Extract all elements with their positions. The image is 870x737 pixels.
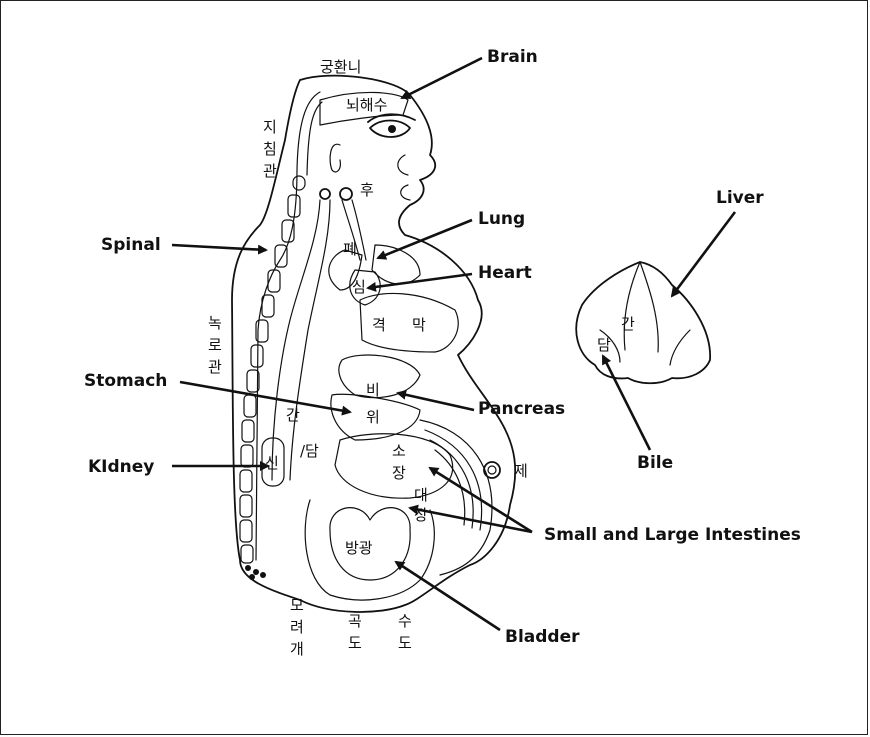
kr-je: 제 bbox=[514, 462, 528, 480]
kr-pye: 폐 bbox=[343, 240, 357, 258]
kr-dae: 대 bbox=[414, 486, 428, 504]
liver-arrow bbox=[672, 212, 735, 296]
liver-inset bbox=[576, 262, 710, 383]
kr-jichim-2: 침 bbox=[263, 140, 277, 158]
kr-dam-body: /담 bbox=[300, 442, 319, 460]
heart-arrow bbox=[368, 274, 472, 288]
brain-arrow bbox=[402, 58, 482, 98]
kr-bi: 비 bbox=[366, 381, 380, 399]
kr-nokro-3: 관 bbox=[208, 358, 222, 376]
kr-moryeo-2: 려 bbox=[290, 618, 304, 636]
label-bile: Bile bbox=[637, 453, 673, 473]
kr-so: 소 bbox=[392, 442, 406, 460]
kr-hu: 후 bbox=[360, 181, 374, 199]
pancreas-arrow bbox=[398, 393, 474, 410]
label-stomach: Stomach bbox=[84, 371, 167, 391]
korean-labels: 궁환니 뇌해수 지 침 관 후 폐 심 격 막 녹 로 관 비 위 간 /담 신… bbox=[208, 58, 635, 658]
lung-arrow bbox=[378, 220, 472, 258]
kr-gan-body: 간 bbox=[286, 406, 300, 424]
label-liver: Liver bbox=[716, 188, 764, 208]
label-heart: Heart bbox=[478, 263, 532, 283]
kr-moryeo-1: 모 bbox=[290, 596, 304, 614]
kr-noehaesu: 뇌해수 bbox=[346, 96, 387, 114]
spinal-arrow bbox=[172, 245, 266, 250]
kr-sudo-2: 도 bbox=[398, 634, 412, 652]
label-bladder: Bladder bbox=[505, 627, 580, 647]
kr-mak: 막 bbox=[412, 316, 426, 334]
kr-gokdo-2: 도 bbox=[348, 634, 362, 652]
kr-banggwang: 방광 bbox=[345, 539, 373, 557]
kr-jichim-1: 지 bbox=[263, 118, 277, 136]
kr-wi: 위 bbox=[366, 408, 380, 426]
bile-arrow bbox=[603, 356, 650, 450]
kr-nokro-1: 녹 bbox=[208, 314, 222, 332]
label-kidney: KIdney bbox=[88, 457, 154, 477]
kr-jang1: 장 bbox=[392, 464, 406, 482]
kr-sim: 심 bbox=[352, 278, 366, 296]
kr-gokdo-1: 곡 bbox=[348, 612, 362, 630]
kr-gunghwanni: 궁환니 bbox=[320, 58, 361, 76]
kr-dam-liver: 담 bbox=[597, 336, 611, 354]
kr-jichim-3: 관 bbox=[263, 162, 277, 180]
label-pancreas: Pancreas bbox=[478, 399, 565, 419]
kr-jang2: 장 bbox=[414, 506, 428, 524]
label-intestines: Small and Large Intestines bbox=[544, 525, 801, 545]
kr-gan-liver: 간 bbox=[621, 315, 635, 333]
kr-nokro-2: 로 bbox=[208, 336, 222, 354]
kr-sudo-1: 수 bbox=[398, 612, 412, 630]
label-brain: Brain bbox=[487, 47, 538, 67]
kr-gyeok: 격 bbox=[372, 316, 386, 334]
kr-moryeo-3: 개 bbox=[290, 640, 304, 658]
kr-sin: 신 bbox=[265, 454, 279, 472]
label-spinal: Spinal bbox=[101, 235, 161, 255]
label-lung: Lung bbox=[478, 209, 525, 229]
english-labels: Brain Lung Heart Spinal Stomach Pancreas… bbox=[84, 47, 801, 647]
stomach-arrow bbox=[180, 382, 350, 412]
